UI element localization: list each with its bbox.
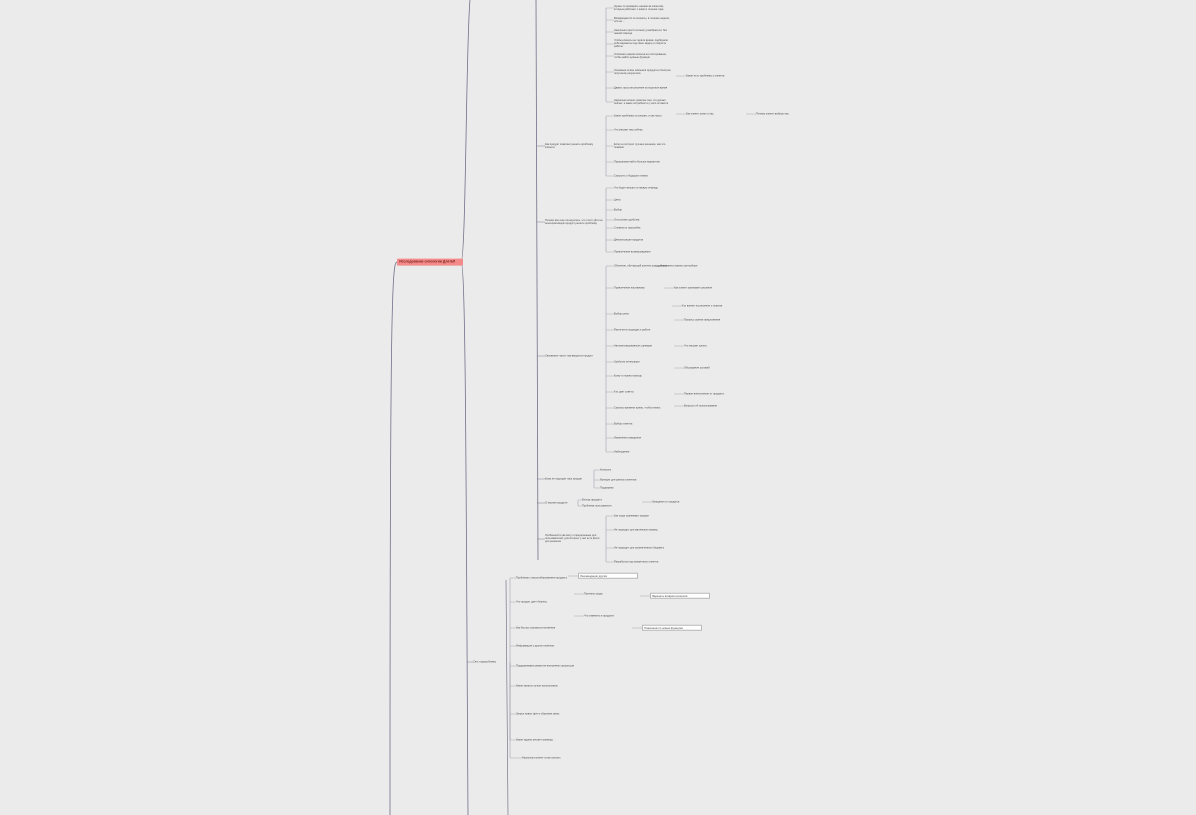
leaf-node[interactable]: Насколько клиент доволен тем, что делает… [614, 98, 669, 105]
leaf-node[interactable]: Что изменить в продукте [584, 614, 614, 618]
leaf-node[interactable]: Выбор цены [614, 312, 629, 316]
leaf-node[interactable]: Процесс оценки предложения [684, 318, 721, 322]
leaf-node[interactable]: Отсутствие удобства [614, 218, 640, 222]
leaf-node[interactable]: Удобство интеграции [614, 360, 640, 364]
leaf-node[interactable]: Чтобы клиенты не теряли время, подбирали… [614, 39, 668, 49]
leaf-node[interactable]: Отвлекать время клиента на тестирование,… [614, 52, 667, 59]
leaf-node[interactable]: Не подходит для ограниченного бюджета [614, 546, 664, 550]
leaf-node[interactable]: Информация о других клиентах [516, 644, 555, 648]
leaf-node[interactable]: Как клиент узнал о нас [686, 112, 714, 116]
leaf-node[interactable]: Нужно ли проверить нашим за клиентом, ко… [614, 4, 664, 11]
leaf-node[interactable]: Как люди оценивают продукт [614, 514, 650, 518]
section-node[interactable]: Особенности как могут определенные для п… [545, 534, 600, 544]
leaf-node[interactable]: Выбор клиента [614, 422, 633, 426]
spine-line-lower [505, 579, 509, 815]
leaf-node[interactable]: Что мешает ему сейчас [614, 128, 643, 132]
leaf-node[interactable]: Почему клиент выбрал нас [756, 112, 789, 116]
leaf-node[interactable]: Не подходит для маленьких команд [614, 528, 658, 532]
leaf-node[interactable]: Что продукт дает бизнесу [516, 600, 547, 604]
section-node[interactable]: Кому не подходит наш продукт [545, 477, 583, 481]
leaf-node[interactable]: Выбор [614, 208, 622, 212]
leaf-node[interactable]: Как клиент принимает решение [674, 286, 713, 290]
leaf-node[interactable]: Насколько просто клиенту разобраться, бе… [614, 28, 667, 35]
section-node[interactable]: Сеть подпроблемы [473, 660, 497, 664]
leaf-node[interactable]: Что будет мешать в первую очередь [614, 186, 658, 190]
leaf-node[interactable]: Кто влияет на решение о покупке [682, 304, 723, 308]
leaf-node[interactable]: Привлечение вознаграждения [614, 250, 651, 254]
leaf-node[interactable]: Возвращаются ли клиенты, в течение недел… [614, 16, 670, 23]
leaf-node[interactable]: Взгляд продукта [582, 498, 602, 502]
leaf-node[interactable]: Что мешает купить [684, 344, 707, 348]
leaf-node[interactable]: Разработка под конкретного клиента [614, 560, 659, 564]
leaf-node[interactable]: Если он получил лучшее решение, как это … [614, 142, 666, 149]
leaf-node[interactable]: Наблюдение [614, 450, 630, 454]
leaf-node[interactable]: Сложность настройки [614, 226, 641, 230]
leaf-node[interactable]: Спросить о будущих планах [614, 174, 648, 178]
trunk-line-up [460, 0, 471, 263]
leaf-node[interactable]: Обучение, обучающий контент и поддержка [614, 264, 668, 268]
section-node[interactable]: Связанные части: как вводится продукт [545, 354, 593, 358]
leaf-node[interactable]: Различия в подходах к работе [614, 328, 651, 332]
leaf-node[interactable]: Какие каналы лучше использовать [516, 684, 558, 688]
leaf-node[interactable]: Какие задачи решает команда [516, 738, 553, 742]
trunk-line-left [389, 261, 398, 815]
leaf-node[interactable]: Рекомендации другим [578, 572, 639, 580]
leaf-node[interactable]: Первое впечатление от продукта [684, 392, 724, 396]
leaf-node[interactable]: Варианты возврата клиентов [650, 592, 711, 600]
leaf-node[interactable]: Автоматизированные сценарии [614, 344, 653, 348]
leaf-node[interactable]: Цены [614, 198, 621, 202]
leaf-node[interactable]: Кто дает советы [614, 390, 634, 394]
leaf-node[interactable]: Поддержка [600, 486, 614, 490]
spine-line-upper [535, 0, 539, 561]
leaf-node[interactable]: Поддерживаем развитие внутренних процесс… [516, 664, 574, 668]
section-node[interactable]: Почему все еще пользуетесь, что стоит уй… [545, 218, 603, 225]
leaf-node[interactable]: Кому-то нужна помощь [614, 374, 642, 378]
leaf-node[interactable]: Причины ухода [584, 592, 603, 596]
root-node[interactable]: Исследование онтологии Для БЛ [397, 258, 464, 266]
leaf-node[interactable]: Насколько клиент готов платить [522, 756, 561, 760]
leaf-node[interactable]: Основные этапы освоения продукта и быстр… [614, 68, 671, 75]
leaf-node[interactable]: Пожелания по новым функциям [642, 624, 703, 632]
leaf-node[interactable]: Демонстрация продукта [614, 238, 644, 242]
leaf-node[interactable]: Как быстро окупаются вложения [516, 626, 556, 630]
trunk-line-down [460, 261, 469, 815]
leaf-node[interactable]: Предлагаем найти больше вариантов [614, 160, 660, 164]
leaf-node[interactable]: Обсуждение условий [684, 366, 710, 370]
leaf-node[interactable]: Проблема пользователя [582, 504, 612, 508]
leaf-node[interactable]: Функции для разных клиентов [600, 478, 637, 482]
leaf-node[interactable]: Давать простое решение за короткое время [614, 86, 668, 90]
leaf-node[interactable]: Какие есть проблемы у клиента [686, 74, 725, 78]
leaf-node[interactable]: Привлечение наставника [614, 286, 645, 290]
leaf-node[interactable]: Что клиенту важно при выборе [660, 264, 698, 268]
section-node[interactable]: О нашем продукте [545, 501, 568, 505]
leaf-node[interactable]: Какие проблемы он решает, и как часто [614, 114, 662, 118]
section-node[interactable]: Как продукт помогает решить проблему кли… [545, 142, 593, 149]
leaf-node[interactable]: Запуск новых фич и обратная связь [516, 712, 560, 716]
leaf-node[interactable]: Сколько времени нужно, чтобы начать [614, 406, 661, 410]
leaf-node[interactable]: Проблемы с масштабированием продукта [516, 576, 567, 580]
leaf-node[interactable]: Ожидания от продукта [652, 500, 680, 504]
leaf-node[interactable]: Вопросы об использовании [684, 404, 718, 408]
leaf-node[interactable]: Изменения поведения [614, 436, 641, 440]
leaf-node[interactable]: Контроль [600, 468, 612, 472]
